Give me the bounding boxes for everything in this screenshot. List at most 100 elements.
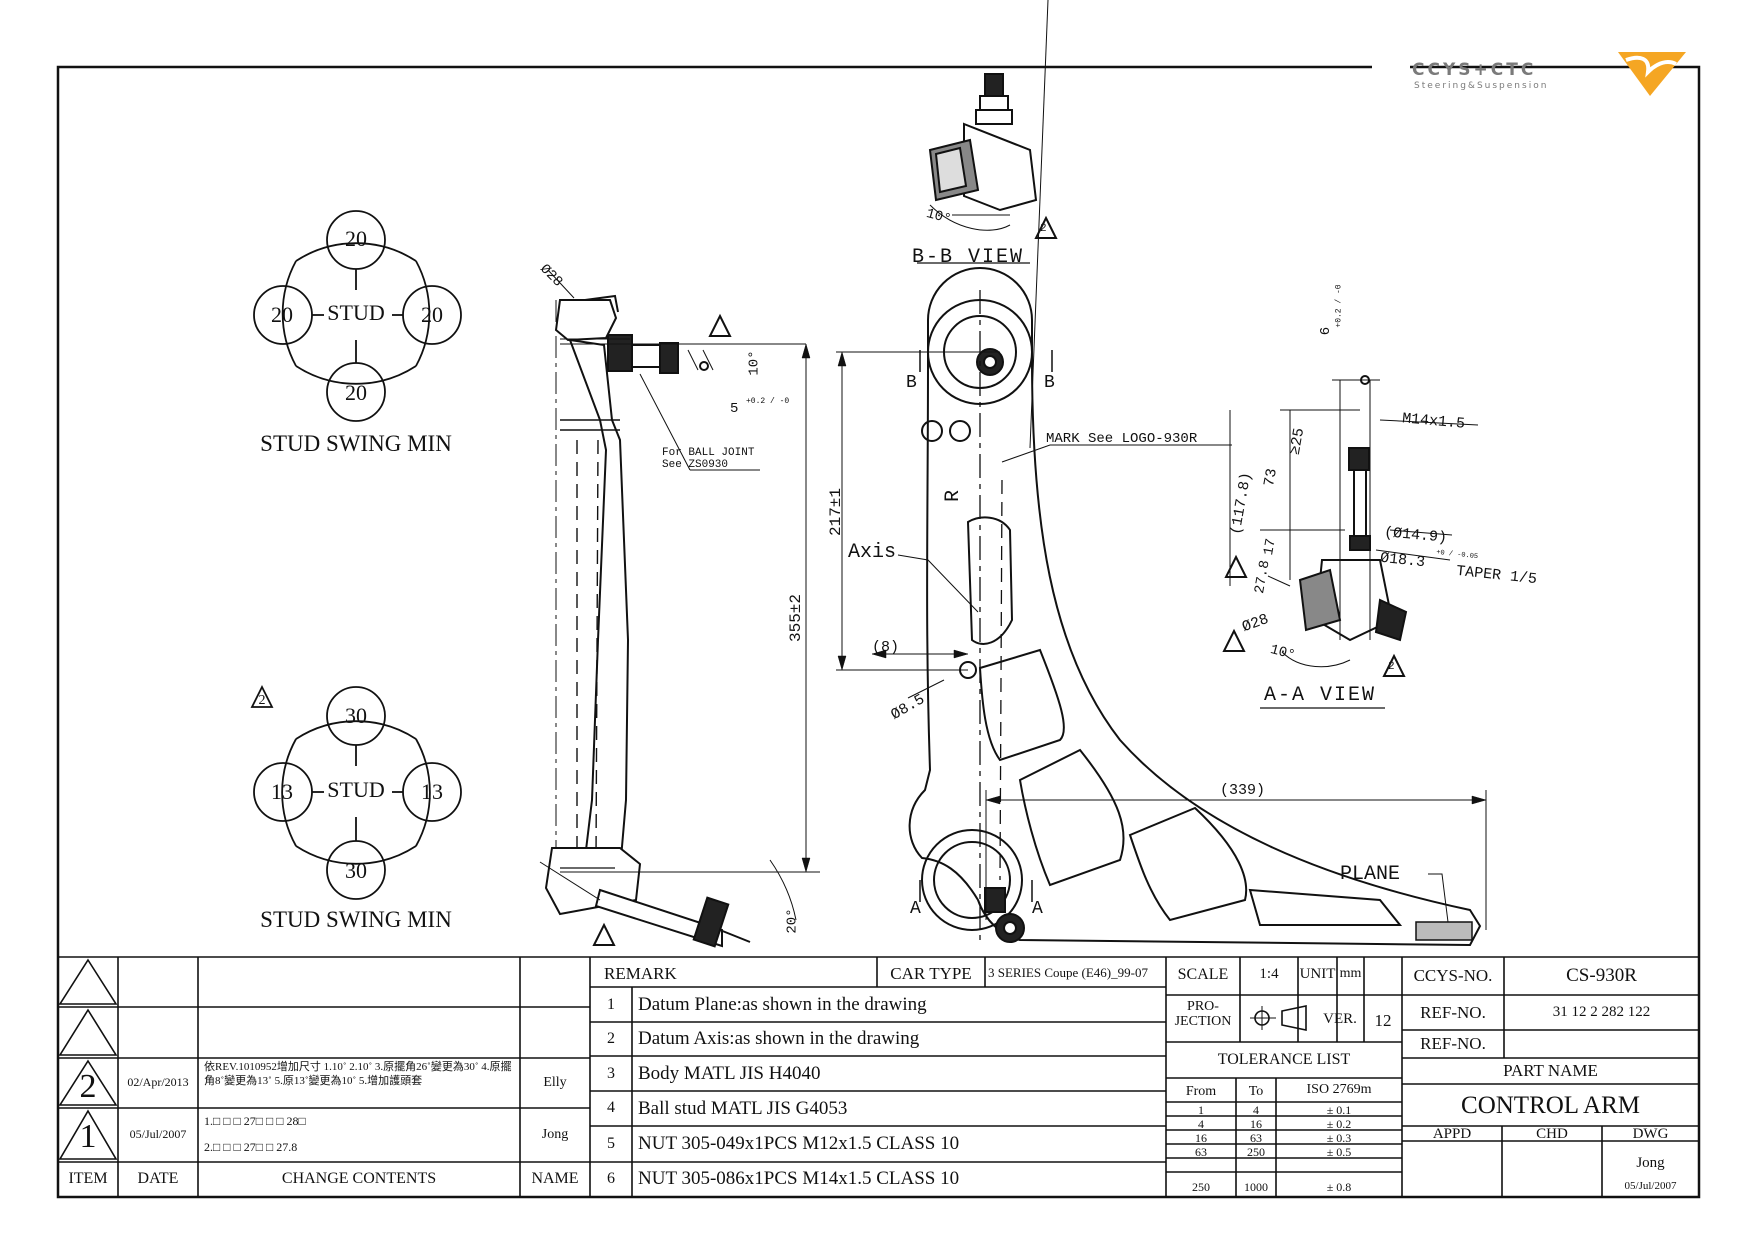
tol-row-1-to: 4	[1253, 1103, 1259, 1117]
section-a-right: A	[1032, 899, 1043, 919]
ver-value: 12	[1374, 1011, 1392, 1030]
tolerance-title: TOLERANCE LIST	[1217, 1051, 1351, 1068]
dim-355: 355±2	[787, 593, 806, 643]
remark-1-no: 1	[607, 996, 615, 1013]
side-dim-5: 5	[730, 401, 739, 417]
side-dim-10deg: 10°	[746, 350, 763, 376]
bb-view-title: B-B VIEW	[912, 246, 1025, 269]
section-b-right: B	[1044, 373, 1055, 393]
drawing-border	[56, 65, 1701, 1199]
ccys-no-value: CS-930R	[1566, 965, 1637, 986]
company-logo	[1618, 52, 1686, 96]
section-b-left: B	[906, 373, 917, 393]
tol-row-2-from: 4	[1198, 1117, 1204, 1131]
rev-header-changes: CHANGE CONTENTS	[281, 1170, 437, 1187]
remark-6-no: 6	[607, 1170, 615, 1187]
scale-label: SCALE	[1177, 966, 1229, 983]
tol-row-5-from: 250	[1192, 1180, 1210, 1194]
stud-swing-diagram-2	[250, 684, 462, 900]
rev-row-2-item: 2	[79, 1068, 97, 1105]
tol-row-4-from: 63	[1195, 1145, 1207, 1159]
tol-row-2-to: 16	[1250, 1117, 1262, 1131]
side-view	[539, 269, 820, 948]
rev-row-2-name: Elly	[543, 1075, 567, 1090]
part-name-value: CONTROL ARM	[1461, 1092, 1640, 1119]
tol-row-4-value: ± 0.5	[1326, 1145, 1352, 1159]
remark-2-no: 2	[607, 1030, 615, 1047]
tol-header-to: To	[1248, 1084, 1264, 1099]
appd-label: APPD	[1432, 1126, 1472, 1142]
swing-1-top-value: 20	[345, 226, 367, 251]
swing-2-left-value: 13	[271, 779, 293, 804]
drawer-name: Jong	[1636, 1155, 1665, 1171]
swing-2-rev-mark: 2	[258, 693, 266, 708]
swing-1-caption: STUD SWING MIN	[260, 431, 452, 456]
ccys-no-label: CCYS-NO.	[1413, 966, 1493, 985]
aa-view	[1222, 375, 1479, 709]
side-dim-20deg: 20°	[784, 908, 801, 934]
tol-row-2-value: ± 0.2	[1326, 1117, 1352, 1131]
rev-row-3-content: 1.□ □ □ 27□ □ □ 28□	[204, 1114, 306, 1128]
swing-1-left-value: 20	[271, 302, 293, 327]
swing-2-caption: STUD SWING MIN	[260, 907, 452, 932]
tol-row-1-from: 1	[1198, 1103, 1204, 1117]
revision-triangle-icon	[592, 922, 616, 946]
section-a-left: A	[910, 899, 921, 919]
aa-dim-73: 73	[1261, 467, 1281, 488]
remark-5-text: NUT 305-049x1PCS M12x1.5 CLASS 10	[638, 1133, 960, 1154]
rev-row-2-date: 02/Apr/2013	[127, 1075, 189, 1089]
aa-dim-18-3: Ø18.3	[1379, 549, 1426, 572]
tol-row-4-to: 250	[1247, 1145, 1265, 1159]
remark-3-text: Body MATL JIS H4040	[638, 1063, 821, 1084]
unit-value: mm	[1339, 966, 1362, 981]
aa-dim-17: 17	[1261, 537, 1280, 557]
title-block-grid	[58, 956, 1699, 1198]
remark-4-text: Ball stud MATL JIS G4053	[638, 1098, 848, 1119]
swing-2-top-value: 30	[345, 703, 367, 728]
projection-label: PRO- JECTION	[1174, 999, 1232, 1029]
remark-header: REMARK	[604, 964, 677, 983]
tol-row-3-value: ± 0.3	[1326, 1131, 1352, 1145]
drawing-date: 05/Jul/2007	[1624, 1180, 1677, 1192]
aa-dim-6-tol: +0.2 / -0	[1334, 284, 1344, 328]
ref-no-2-label: REF-NO.	[1420, 1034, 1486, 1053]
remark-4-no: 4	[607, 1099, 615, 1116]
plane-label: PLANE	[1340, 863, 1401, 886]
tol-header-iso: ISO 2769m	[1306, 1082, 1372, 1097]
remark-2-text: Datum Axis:as shown in the drawing	[638, 1028, 920, 1049]
ref-no-label: REF-NO.	[1420, 1003, 1486, 1022]
rev-row-3-item: 1	[79, 1118, 97, 1155]
logo-tagline: Steering&Suspension	[1414, 81, 1549, 91]
tol-row-5-to: 1000	[1244, 1180, 1268, 1194]
bb-rev-mark: 2	[1040, 223, 1047, 235]
aa-view-title: A-A VIEW	[1264, 684, 1377, 707]
part-name-label: PART NAME	[1503, 1061, 1598, 1080]
revision-triangle-icon	[250, 684, 274, 708]
tol-row-3-to: 63	[1250, 1131, 1262, 1145]
rev-row-3-date: 05/Jul/2007	[129, 1127, 187, 1141]
revision-triangle-icon	[1222, 628, 1246, 652]
swing-2-right-value: 13	[421, 779, 443, 804]
remark-3-no: 3	[607, 1065, 615, 1082]
tol-row-1-value: ± 0.1	[1326, 1103, 1352, 1117]
car-type-value: 3 SERIES Coupe (E46)_99-07	[988, 965, 1148, 980]
tol-row-5-value: ± 0.8	[1326, 1180, 1352, 1194]
unit-label: UNIT	[1299, 966, 1336, 982]
swing-1-right-value: 20	[421, 302, 443, 327]
ver-label: VER.	[1323, 1011, 1357, 1027]
revision-triangle-icon	[708, 313, 732, 337]
aa-dim-25: ≥25	[1286, 426, 1309, 457]
rev-row-3-content-2: 2.□ □ □ 27□ □ 27.8	[204, 1140, 298, 1154]
remark-6-text: NUT 305-086x1PCS M14x1.5 CLASS 10	[638, 1168, 960, 1189]
bb-view	[917, 73, 1058, 264]
ball-joint-note-2: See ZS0930	[662, 459, 729, 471]
main-plan-view	[836, 0, 1487, 947]
car-type-label: CAR TYPE	[890, 964, 972, 983]
aa-dim-6: 6	[1318, 326, 1335, 336]
stud-swing-diagram-1	[253, 210, 462, 422]
rev-header-name: NAME	[531, 1170, 579, 1187]
axis-label: Axis	[848, 541, 897, 564]
tol-header-from: From	[1185, 1084, 1217, 1099]
revision-triangle-icon	[1382, 653, 1406, 677]
scale-value: 1:4	[1259, 966, 1279, 982]
